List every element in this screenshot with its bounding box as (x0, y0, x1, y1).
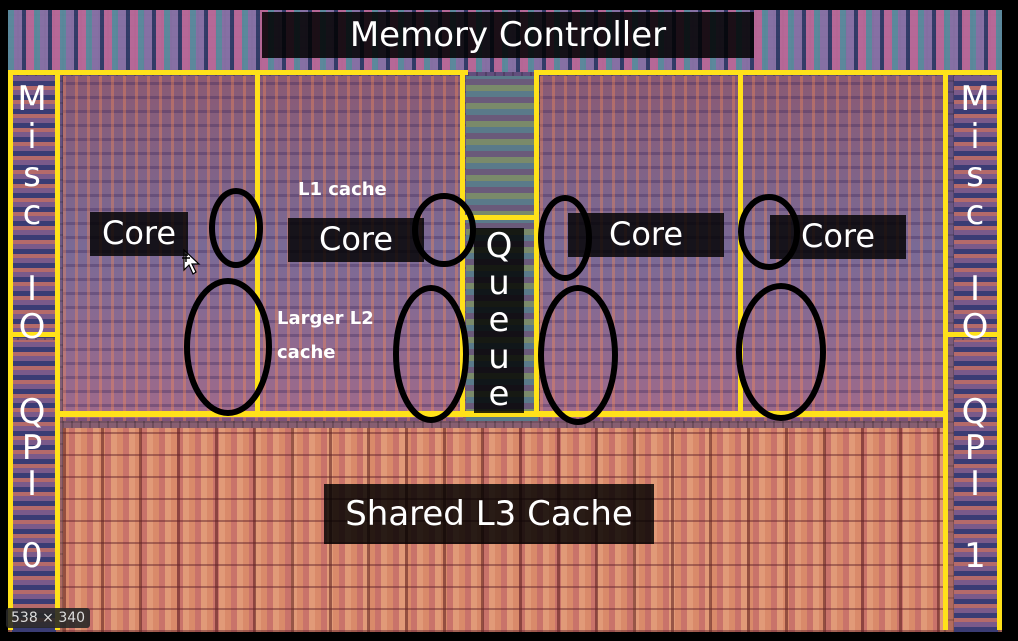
frame-queue-top (460, 215, 539, 220)
queue-label: Q u e u e (474, 228, 524, 413)
core-label-1: Core (90, 212, 189, 256)
memory-controller-label: Memory Controller (262, 12, 754, 58)
l3-cache-label: Shared L3 Cache (324, 484, 654, 544)
l1-cache-note: L1 cache (298, 179, 387, 200)
core-label-3: Core (568, 213, 724, 257)
frame-right-inner (943, 70, 948, 630)
frame-top-right (536, 70, 1002, 75)
misc-io-right-label: M i s c I O (960, 79, 990, 347)
l2-circle-4 (736, 283, 826, 421)
frame-top-left (8, 70, 468, 75)
qpi-left-region (12, 340, 56, 632)
qpi-right-label: Q P I 1 (961, 392, 989, 576)
l2-circle-1 (184, 278, 272, 416)
frame-left-inner (55, 70, 60, 630)
misc-io-left-region (12, 76, 56, 338)
image-size-badge: 538 × 340 (6, 608, 91, 628)
frame-right-split (943, 332, 1002, 337)
qpi-right-region (954, 340, 998, 632)
l2-cache-note: Larger L2 cache (277, 308, 374, 363)
frame-left-split (8, 332, 60, 337)
frame-l3-top (55, 411, 948, 417)
l1-circle-1 (209, 188, 263, 268)
misc-io-left-label: M i s c I O (17, 79, 47, 347)
misc-io-right-region (954, 76, 998, 338)
l2-circle-3 (538, 285, 618, 425)
frame-right-outer (997, 70, 1002, 630)
core-label-4: Core (770, 215, 906, 259)
frame-left-outer (8, 70, 13, 630)
frame-core-divider-3 (534, 70, 539, 415)
core-label-2: Core (288, 218, 424, 262)
l2-circle-2 (393, 285, 469, 423)
frame-core-divider-2 (460, 70, 465, 415)
qpi-left-label: Q P I 0 (18, 392, 46, 576)
